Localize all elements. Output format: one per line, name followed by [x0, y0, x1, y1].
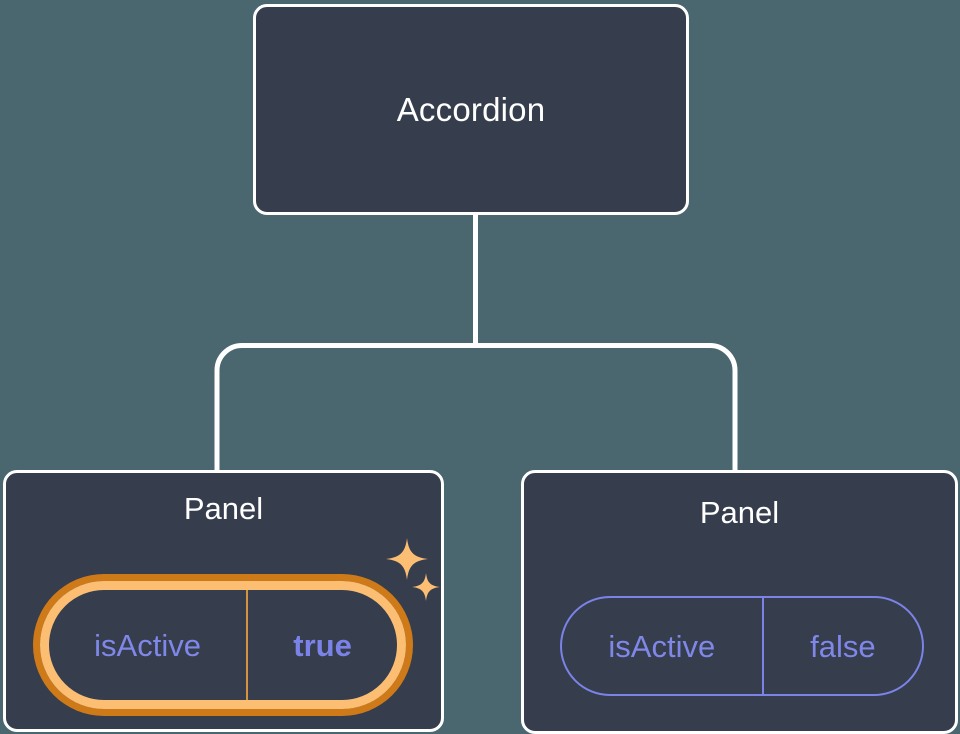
prop-key-cell: isActive: [562, 598, 762, 694]
node-panel-active[interactable]: Panel isActive true: [3, 470, 444, 732]
node-accordion[interactable]: Accordion: [253, 4, 689, 215]
node-panel-inactive-title: Panel: [699, 495, 780, 530]
edge-branch-left: [214, 343, 476, 472]
prop-pill-isactive-false[interactable]: isActive false: [560, 596, 924, 696]
prop-divider: [246, 590, 249, 700]
node-panel-inactive[interactable]: Panel isActive false: [521, 470, 958, 734]
node-accordion-title: Accordion: [396, 91, 546, 128]
prop-value-label: false: [810, 628, 876, 664]
prop-key-label: isActive: [94, 627, 201, 663]
prop-divider: [761, 598, 764, 694]
prop-pill-isactive-true[interactable]: isActive true: [40, 581, 406, 709]
node-panel-active-title: Panel: [183, 491, 264, 526]
prop-key-label: isActive: [608, 628, 716, 664]
edge-branch-right: [475, 343, 738, 472]
prop-value-cell: false: [764, 598, 922, 694]
prop-key-cell: isActive: [49, 590, 246, 700]
prop-value-cell: true: [248, 590, 397, 700]
prop-value-label: true: [293, 627, 352, 663]
